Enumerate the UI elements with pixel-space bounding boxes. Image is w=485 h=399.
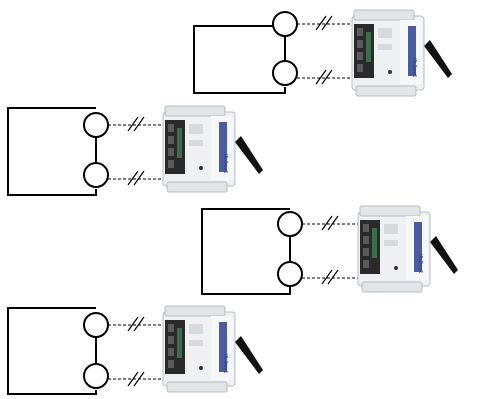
unit-4-load-box	[7, 307, 97, 395]
unit-3-device-label: IR-Dev1	[417, 254, 423, 274]
unit-3: IR-Dev1	[201, 205, 459, 295]
unit-2: IR-Dev1	[7, 105, 264, 196]
unit-3-break-top	[321, 215, 339, 231]
unit-2-terminal-top	[83, 112, 109, 138]
unit-3-load-box	[201, 208, 291, 295]
unit-3-terminal-bottom	[277, 261, 303, 287]
unit-1-break-bottom	[315, 69, 333, 85]
unit-2-device	[162, 105, 264, 193]
unit-3-terminal-top	[277, 211, 303, 237]
unit-3-device	[357, 205, 459, 293]
unit-4-device	[162, 305, 264, 393]
unit-2-break-top	[127, 116, 145, 132]
unit-4: IR-Dev1	[7, 305, 264, 395]
unit-2-device-label: IR-Dev1	[222, 154, 228, 174]
unit-1-device	[351, 9, 453, 97]
unit-4-break-bottom	[127, 371, 145, 387]
unit-2-load-box	[7, 107, 97, 196]
unit-1-terminal-top	[272, 11, 298, 37]
unit-4-terminal-bottom	[83, 363, 109, 389]
unit-1-terminal-bottom	[272, 60, 298, 86]
unit-4-break-top	[127, 316, 145, 332]
unit-2-terminal-bottom	[83, 162, 109, 188]
unit-1: IR-Dev1	[193, 9, 453, 97]
unit-4-device-label: IR-Dev1	[222, 354, 228, 374]
unit-4-terminal-top	[83, 312, 109, 338]
unit-1-device-label: IR-Dev1	[411, 58, 417, 78]
unit-1-break-top	[315, 15, 333, 31]
unit-2-break-bottom	[127, 170, 145, 186]
unit-3-break-bottom	[321, 269, 339, 285]
unit-1-load-box	[193, 25, 286, 94]
